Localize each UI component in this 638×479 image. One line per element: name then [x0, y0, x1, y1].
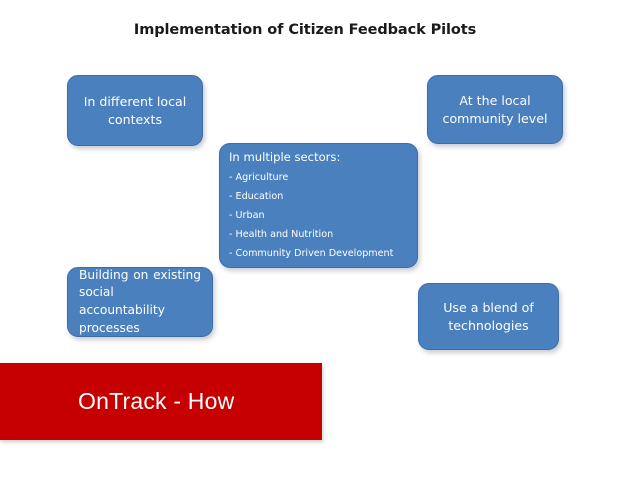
node-label: In different local contexts	[83, 93, 187, 127]
footer-banner: OnTrack - How	[0, 363, 322, 440]
list-item: - Education	[229, 190, 284, 202]
node-label: Building on existing social accountabili…	[79, 267, 201, 335]
node-in-multiple-sectors[interactable]: In multiple sectors: - Agriculture - Edu…	[219, 143, 418, 268]
node-label: Use a blend of technologies	[443, 299, 534, 333]
list-item: - Health and Nutrition	[229, 228, 334, 240]
node-label: At the local community level	[442, 92, 548, 126]
node-use-a-blend-of-technologies[interactable]: Use a blend of technologies	[418, 283, 559, 350]
node-building-on-existing-social-accountability-processes[interactable]: Building on existing social accountabili…	[67, 267, 213, 337]
list-item: - Urban	[229, 209, 265, 221]
node-in-different-local-contexts[interactable]: In different local contexts	[67, 75, 203, 146]
list-item: - Agriculture	[229, 171, 289, 183]
page-title: Implementation of Citizen Feedback Pilot…	[133, 22, 477, 38]
banner-label: OnTrack - How	[78, 388, 235, 414]
sectors-heading: In multiple sectors:	[229, 150, 341, 164]
node-at-the-local-community-level[interactable]: At the local community level	[427, 75, 563, 144]
list-item: - Community Driven Development	[229, 247, 394, 259]
